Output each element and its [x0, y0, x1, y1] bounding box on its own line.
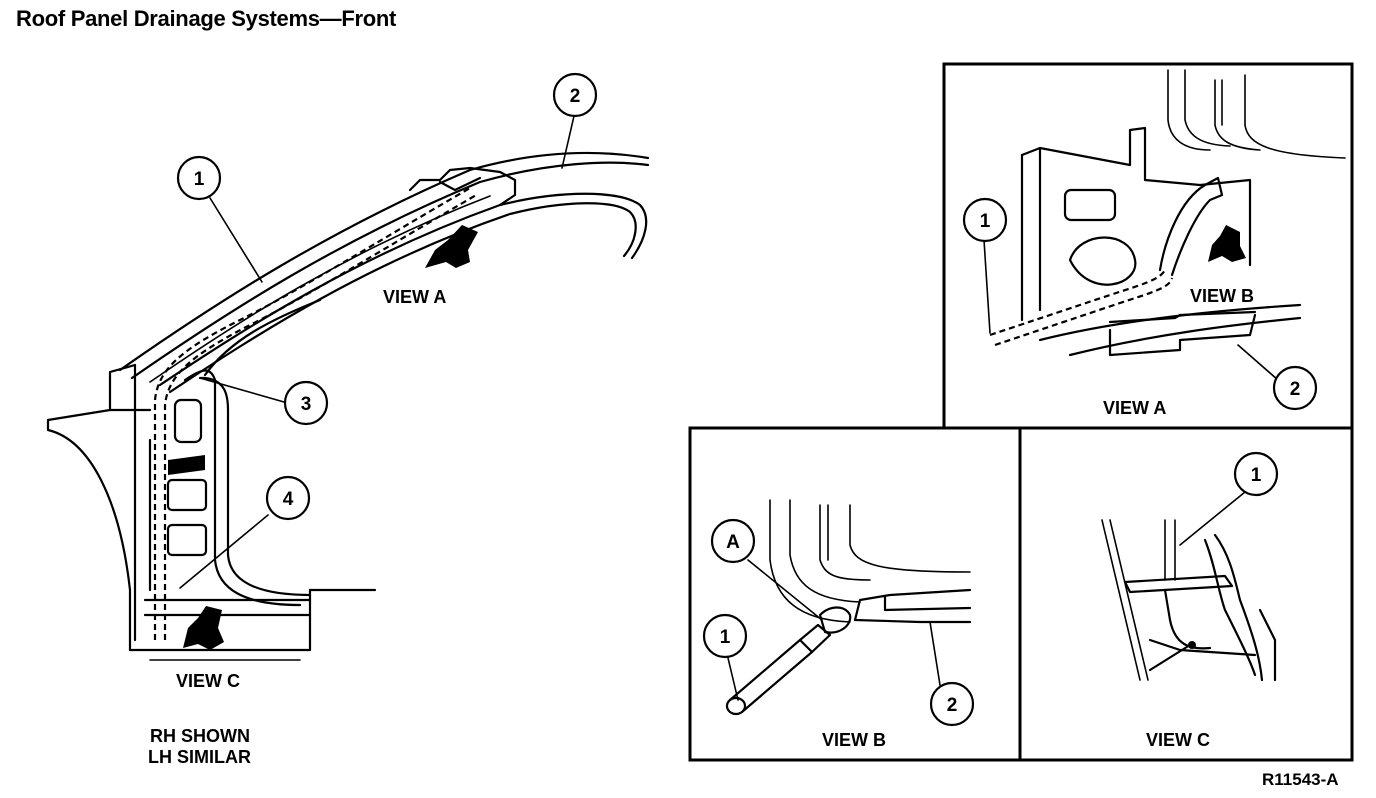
svg-text:4: 4 — [283, 489, 294, 510]
callout-3: 3 — [283, 380, 329, 426]
view-direction-arrow-icon — [425, 225, 478, 268]
figure-id: R11543-A — [1262, 770, 1339, 789]
svg-text:1: 1 — [1251, 465, 1262, 486]
svg-text:2: 2 — [947, 695, 958, 716]
view-c-label: VIEW C — [176, 671, 240, 691]
view-b-reference-label: VIEW B — [1190, 286, 1254, 306]
svg-text:2: 2 — [570, 86, 581, 107]
view-a-label: VIEW A — [383, 287, 446, 307]
callout-2: 2 — [552, 72, 598, 118]
detail-view-b: A 1 2 VIEW B — [688, 426, 1022, 762]
view-b-callout-a: A — [710, 518, 756, 564]
view-a-callout-1: 1 — [962, 197, 1008, 243]
note-line-2: LH SIMILAR — [148, 747, 251, 767]
view-direction-arrow-icon — [183, 606, 224, 650]
svg-text:1: 1 — [720, 627, 731, 648]
view-b-callout-1: 1 — [702, 613, 748, 659]
view-a-title: VIEW A — [1103, 398, 1166, 418]
svg-text:1: 1 — [194, 169, 205, 190]
view-a-callout-2: 2 — [1272, 365, 1318, 411]
view-c-callout-1: 1 — [1233, 451, 1279, 497]
svg-text:1: 1 — [980, 211, 991, 232]
detail-view-a: 1 2 VIEW B VIEW A — [942, 62, 1354, 430]
detail-view-c: 1 VIEW C — [1018, 426, 1354, 762]
view-b-title: VIEW B — [822, 730, 886, 750]
svg-text:A: A — [726, 532, 740, 553]
page-title: Roof Panel Drainage Systems—Front — [16, 6, 397, 31]
svg-text:2: 2 — [1290, 379, 1301, 400]
view-b-callout-2: 2 — [929, 681, 975, 727]
callout-4: 4 — [265, 475, 311, 521]
view-direction-arrow-icon — [1208, 225, 1246, 262]
main-view: 1 2 3 4 VIEW A VIEW C RH SHOWN LH SIMILA… — [46, 72, 650, 767]
svg-text:3: 3 — [301, 394, 312, 415]
view-c-title: VIEW C — [1146, 730, 1210, 750]
callout-1: 1 — [176, 155, 222, 201]
note-line-1: RH SHOWN — [150, 726, 250, 746]
